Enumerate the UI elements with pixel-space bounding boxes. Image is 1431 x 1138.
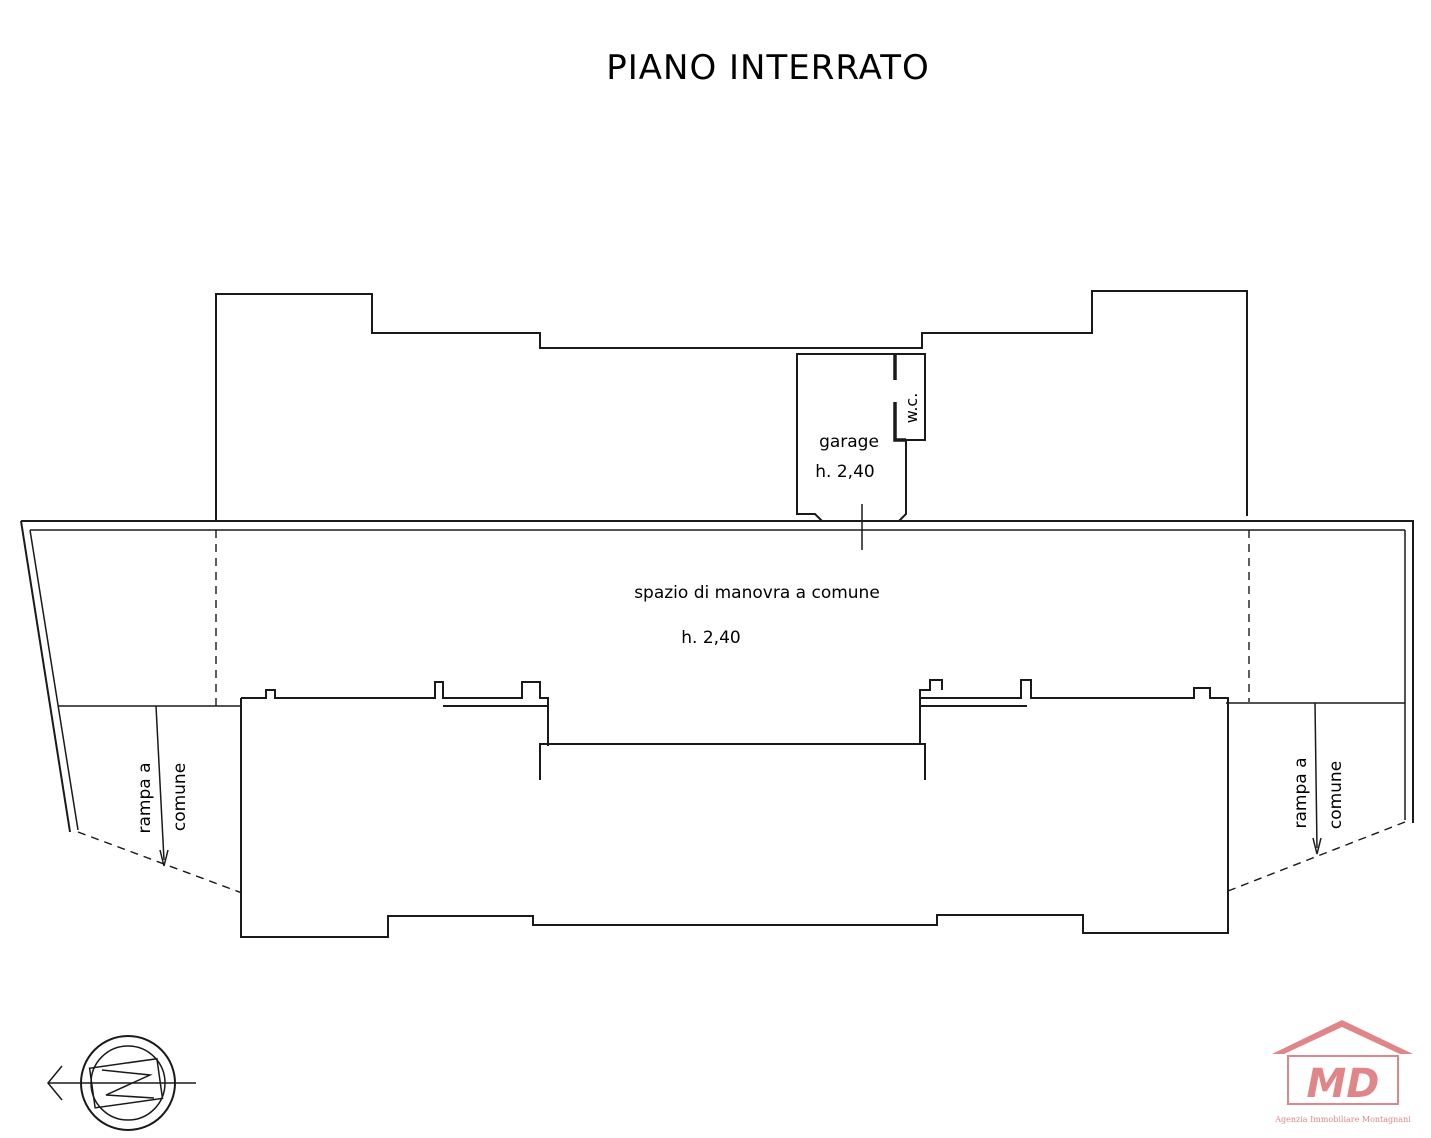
right-ramp-label-2: comune bbox=[1326, 761, 1346, 829]
left-ramp-edge bbox=[77, 831, 243, 894]
plan-title: PIANO INTERRATO bbox=[606, 48, 930, 88]
right-ramp-arrow-icon bbox=[1312, 702, 1322, 855]
lower-building-outline bbox=[240, 679, 1229, 938]
maneuver-area-label: spazio di manovra a comune bbox=[634, 583, 880, 603]
maneuver-area-outline bbox=[21, 520, 1414, 823]
right-ramp-edge bbox=[1227, 821, 1406, 892]
left-ramp-arrow-icon bbox=[155, 705, 169, 867]
north-compass-icon bbox=[47, 1035, 196, 1131]
garage-room-outline bbox=[796, 353, 926, 522]
garage-label: garage bbox=[819, 432, 879, 452]
left-ramp-label-1: rampa a bbox=[135, 763, 155, 834]
maneuver-height-label: h. 2,40 bbox=[681, 628, 740, 648]
agency-logo: MD Agenzia Immobiliare Montagnani bbox=[1272, 1020, 1413, 1124]
compass-letter: N bbox=[0, 0, 1, 1]
upper-building-outline bbox=[215, 290, 1248, 520]
right-ramp-label-1: rampa a bbox=[1291, 758, 1311, 829]
wc-label: w.c. bbox=[902, 393, 921, 424]
logo-initials: MD bbox=[1306, 1061, 1379, 1107]
logo-tagline: Agenzia Immobiliare Montagnani bbox=[1274, 1115, 1411, 1124]
garage-height-label: h. 2,40 bbox=[815, 462, 874, 482]
left-ramp-label-2: comune bbox=[170, 763, 190, 831]
